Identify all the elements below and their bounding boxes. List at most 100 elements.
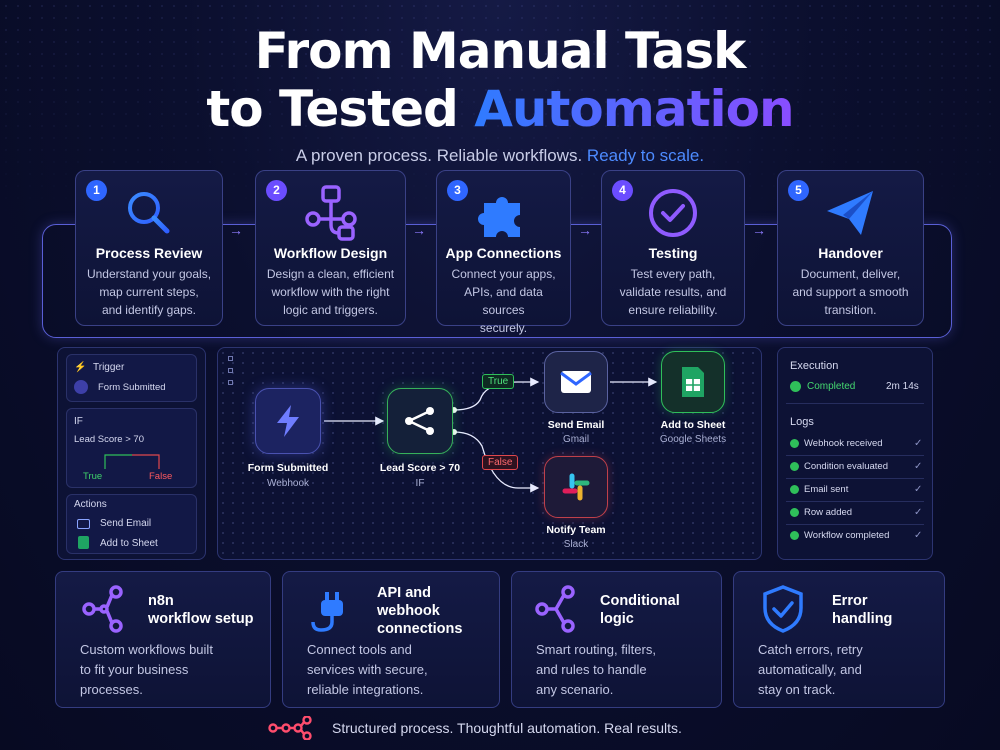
step-title: Testing: [648, 245, 698, 261]
checkmark-icon: ✓: [914, 438, 923, 449]
step-number: 1: [86, 180, 107, 201]
title-line-1: From Manual Task: [254, 22, 747, 80]
node-notify-team[interactable]: [544, 456, 608, 518]
shield-check-icon: [763, 585, 803, 633]
if-label: IF: [74, 416, 83, 427]
action-send-email: Send Email: [100, 518, 152, 529]
paper-plane-icon: [778, 185, 923, 235]
arrow-right-icon: →: [752, 222, 766, 238]
step-title: App Connections: [445, 245, 562, 261]
plug-icon: [311, 592, 343, 632]
step-number: 4: [612, 180, 633, 201]
divider: [786, 403, 924, 404]
log-entry: Row added: [804, 507, 853, 518]
canvas-tool-icon[interactable]: [228, 356, 233, 361]
step-title: Handover: [818, 245, 883, 261]
trigger-label: Trigger: [93, 362, 125, 373]
envelope-icon: [560, 371, 592, 393]
step-title: Process Review: [95, 245, 203, 261]
node-title: Lead Score > 70: [379, 462, 461, 474]
footer-tagline: Structured process. Thoughtful automatio…: [332, 720, 682, 736]
lightning-icon: ⚡: [74, 362, 87, 373]
check-circle-icon: [790, 439, 799, 448]
arrow-right-icon: →: [229, 222, 243, 238]
envelope-icon: [77, 519, 90, 529]
step-workflow-design: 2 Workflow Design Design a clean, effici…: [255, 170, 406, 326]
false-label: False: [149, 471, 173, 482]
trigger-section[interactable]: ⚡ Trigger Form Submitted: [66, 354, 197, 402]
subtitle-plain: A proven process. Reliable workflows.: [295, 146, 583, 165]
node-form-submitted[interactable]: [255, 388, 321, 454]
check-circle-icon: [602, 185, 744, 237]
log-entry: Webhook received: [804, 438, 883, 449]
canvas-tool-icon[interactable]: [228, 368, 233, 373]
lightning-icon: [277, 405, 299, 437]
true-edge-label: True: [482, 374, 515, 389]
title-highlight: Automation: [474, 80, 794, 138]
subtitle-highlight: Ready to scale.: [586, 146, 705, 165]
feature-description: Smart routing, filters,and rules to hand…: [536, 642, 656, 697]
checkmark-icon: ✓: [914, 530, 923, 541]
config-panel: ⚡ Trigger Form Submitted IF Lead Score >…: [57, 347, 206, 560]
node-send-email[interactable]: [544, 351, 608, 413]
arrow-right-icon: →: [412, 222, 426, 238]
execution-panel: Execution Completed 2m 14s Logs Webhook …: [777, 347, 933, 560]
log-entry: Workflow completed: [804, 530, 890, 541]
step-description: Understand your goals,map current steps,…: [86, 267, 212, 317]
node-title: Form Submitted: [247, 462, 329, 474]
node-title: Notify Team: [546, 524, 606, 536]
node-add-to-sheet[interactable]: [661, 351, 725, 413]
node-title: Add to Sheet: [660, 419, 726, 431]
execution-title: Execution: [790, 360, 839, 372]
check-circle-icon: [790, 381, 801, 392]
step-description: Connect your apps,APIs, and data sources…: [451, 267, 556, 335]
node-subtitle: Gmail: [562, 434, 590, 445]
action-add-to-sheet: Add to Sheet: [100, 538, 158, 549]
divider: [786, 501, 924, 502]
divider: [786, 455, 924, 456]
check-circle-icon: [790, 485, 799, 494]
workflow-canvas[interactable]: True False Form Submitted Webhook Lead S…: [217, 347, 762, 560]
node-subtitle: Slack: [563, 539, 589, 550]
step-testing: 4 Testing Test every path,validate resul…: [601, 170, 745, 326]
execution-duration: 2m 14s: [886, 381, 919, 392]
check-circle-icon: [790, 531, 799, 540]
n8n-logo-icon: [268, 716, 312, 740]
log-entry: Condition evaluated: [804, 461, 888, 472]
node-title: Send Email: [547, 419, 605, 431]
checkmark-icon: ✓: [914, 507, 923, 518]
node-subtitle: Webhook: [266, 478, 310, 489]
logs-title: Logs: [790, 416, 814, 428]
execution-status: Completed: [807, 381, 856, 392]
actions-section[interactable]: Actions Send Email Add to Sheet: [66, 494, 197, 554]
node-lead-score[interactable]: [387, 388, 453, 454]
arrow-right-icon: →: [578, 222, 592, 238]
title-line-2: to Tested Automation: [0, 80, 1000, 138]
branch-lines: [104, 454, 160, 469]
trigger-value: Form Submitted: [98, 382, 166, 393]
check-circle-icon: [790, 508, 799, 517]
actions-label: Actions: [74, 499, 107, 510]
checkmark-icon: ✓: [914, 484, 923, 495]
divider: [786, 478, 924, 479]
if-section[interactable]: IF Lead Score > 70 True False: [66, 408, 197, 488]
magnifier-icon: [76, 185, 222, 235]
log-entry: Email sent: [804, 484, 849, 495]
step-handover: 5 Handover Document, deliver,and support…: [777, 170, 924, 326]
false-edge-label: False: [482, 455, 519, 470]
form-icon: [74, 380, 88, 394]
slack-icon: [562, 473, 590, 501]
step-app-connections: 3 App Connections Connect your apps,APIs…: [436, 170, 571, 335]
sheets-icon: [78, 536, 89, 549]
canvas-tool-icon[interactable]: [228, 380, 233, 385]
node-subtitle: Google Sheets: [659, 434, 727, 445]
